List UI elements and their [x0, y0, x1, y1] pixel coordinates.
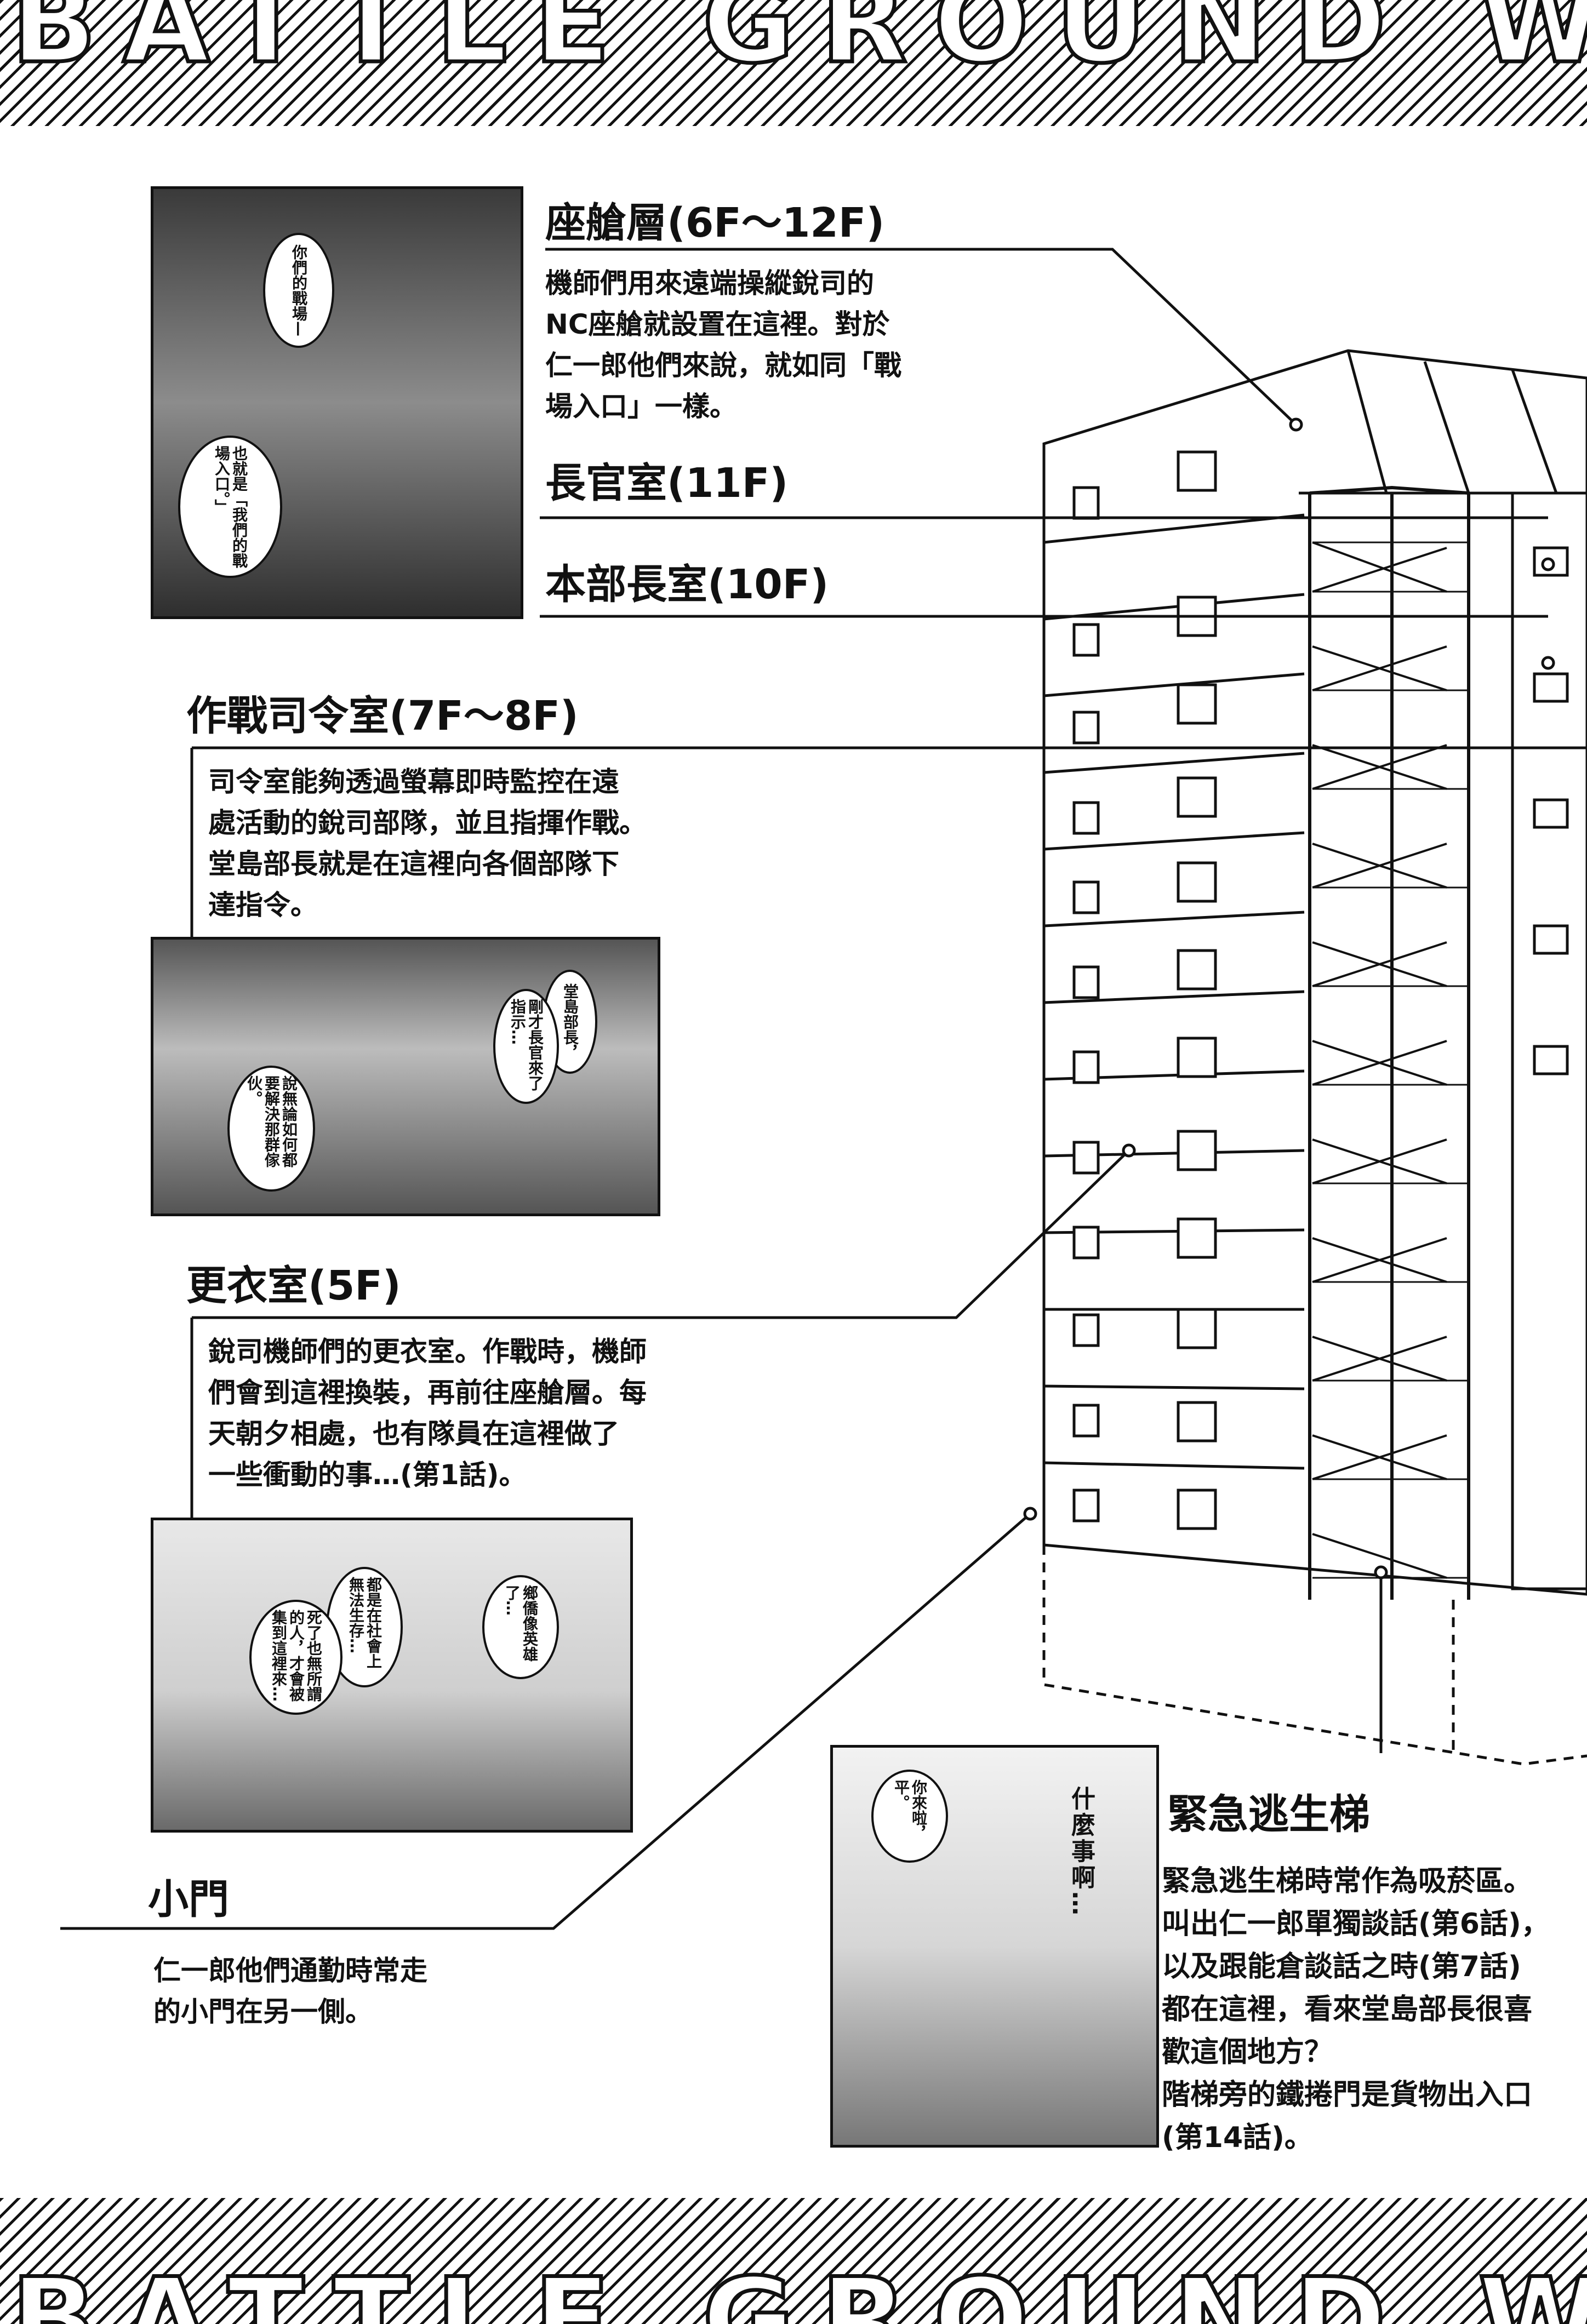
speech-bubble: 鄉僑像英雄了… [482, 1575, 559, 1679]
description-line: 處活動的銳司部隊，並且指揮作戰。 [208, 807, 647, 839]
description-line: 堂島部長就是在這裡向各個部隊下 [208, 848, 619, 880]
speech-bubble: 剛才長官來了指示… [493, 989, 559, 1104]
top-banner: BATTLE GROUND WORKERS [0, 0, 1587, 126]
description-line: 們會到這裡換裝，再前往座艙層。每 [208, 1377, 647, 1409]
cockpit-description: 機師們用來遠端操縱銳司的 NC座艙就設置在這裡。對於 仁一郎他們來說，就如同「戰… [545, 263, 901, 427]
cockpit-heading: 座艙層(6F～12F) [545, 199, 885, 247]
banner-title: BATTLE GROUND WORKERS [9, 2254, 1587, 2324]
locker-room-description: 銳司機師們的更衣室。作戰時，機師 們會到這裡換裝，再前往座艙層。每 天朝夕相處，… [208, 1331, 647, 1496]
description-line: 仁一郎他們通勤時常走 [153, 1955, 427, 1987]
description-line: 天朝夕相處，也有隊員在這裡做了 [208, 1418, 619, 1450]
command-room-heading: 作戰司令室(7F～8F) [186, 692, 579, 740]
locker-room-panel: 都是在社會上無法生存… 死了也無所謂的人，才會被集到這裡來… 鄉僑像英雄了… [151, 1518, 633, 1833]
description-line: 以及跟能倉談話之時(第7話) [1162, 1950, 1521, 1983]
description-line: 達指令。 [208, 889, 318, 921]
description-line: NC座艙就設置在這裡。對於 [545, 308, 890, 340]
speech-bubble: 你們的戰場— [263, 233, 334, 348]
speech-bubble: 說無論如何都要解決那群傢伙。 [227, 1066, 315, 1192]
description-line: 的小門在另一側。 [153, 1996, 373, 2028]
description-line: 階梯旁的鐵捲門是貨物出入口 [1162, 2079, 1533, 2111]
emergency-stairs-panel: 你來啦，平。 什麼事啊… [830, 1745, 1159, 2148]
emergency-stairs-heading: 緊急逃生梯 [1167, 1791, 1370, 1838]
speech-bubble: 也就是「我們的戰場入口。」 [178, 436, 282, 578]
director-room-heading: 本部長室(10F) [545, 561, 829, 608]
command-room-panel: 堂島部長， 剛才長官來了指示… 說無論如何都要解決那群傢伙。 [151, 937, 660, 1216]
description-line: (第14話)。 [1162, 2121, 1313, 2154]
officer-room-heading: 長官室(11F) [545, 460, 789, 507]
description-line: 緊急逃生梯時常作為吸菸區。 [1162, 1865, 1533, 1898]
description-line: 一些衝動的事…(第1話)。 [208, 1459, 527, 1491]
description-line: 叫出仁一郎單獨談話(第6話)， [1162, 1908, 1550, 1941]
small-gate-heading: 小門 [148, 1876, 229, 1923]
panel-caption: 什麼事啊… [1067, 1786, 1095, 1917]
description-line: 場入口」一樣。 [545, 391, 737, 422]
description-line: 都在這裡，看來堂島部長很喜 [1162, 1993, 1533, 2026]
cockpit-panel: 你們的戰場— 也就是「我們的戰場入口。」 [151, 186, 523, 619]
description-line: 仁一郎他們來說，就如同「戰 [545, 350, 901, 381]
description-line: 歡這個地方？ [1162, 2036, 1333, 2069]
description-line: 司令室能夠透過螢幕即時監控在遠 [208, 766, 619, 798]
bottom-banner: BATTLE GROUND WORKERS [0, 2198, 1587, 2324]
emergency-stairs-description: 緊急逃生梯時常作為吸菸區。 叫出仁一郎單獨談話(第6話)， 以及跟能倉談話之時(… [1162, 1860, 1550, 2159]
locker-room-heading: 更衣室(5F) [186, 1262, 401, 1309]
description-line: 銳司機師們的更衣室。作戰時，機師 [208, 1336, 647, 1367]
command-room-description: 司令室能夠透過螢幕即時監控在遠 處活動的銳司部隊，並且指揮作戰。 堂島部長就是在… [208, 762, 647, 926]
banner-title: BATTLE GROUND WORKERS [9, 0, 1587, 88]
small-gate-description: 仁一郎他們通勤時常走 的小門在另一側。 [153, 1950, 427, 2033]
speech-bubble: 死了也無所謂的人，才會被集到這裡來… [249, 1600, 342, 1715]
speech-bubble: 你來啦，平。 [871, 1770, 948, 1863]
description-line: 機師們用來遠端操縱銳司的 [545, 267, 874, 299]
